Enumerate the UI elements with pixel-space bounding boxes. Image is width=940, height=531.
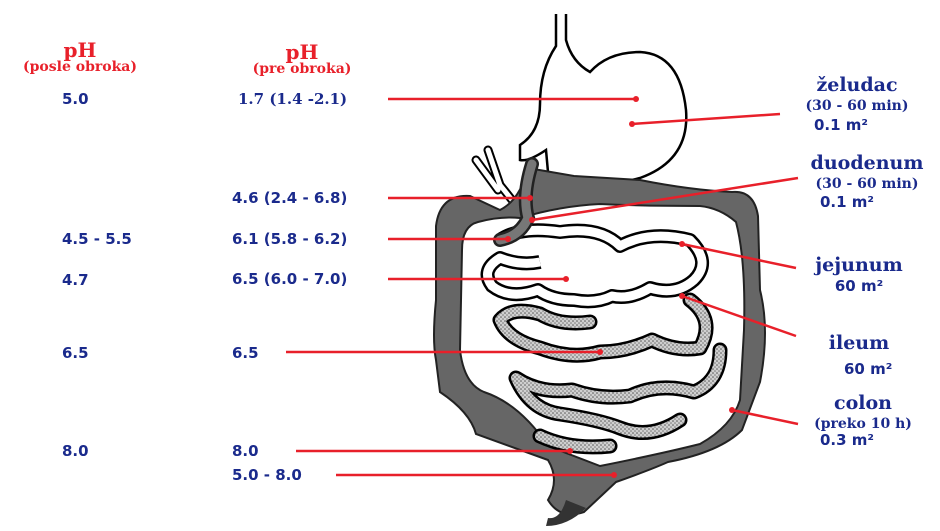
organ-jejunum-label: jejunum 60 m² — [800, 254, 918, 295]
organ-ileum-area: 60 m² — [804, 360, 914, 378]
organ-stomach-name: želudac — [782, 74, 932, 96]
organ-duodenum-name: duodenum — [794, 152, 940, 174]
organ-duodenum-area: 0.1 m² — [794, 193, 940, 211]
organ-colon-area: 0.3 m² — [798, 431, 928, 449]
organ-stomach-area: 0.1 m² — [782, 116, 932, 134]
organ-colon-time: (preko 10 h) — [798, 416, 928, 432]
organ-duodenum-label: duodenum (30 - 60 min) 0.1 m² — [794, 152, 940, 211]
organ-colon-name: colon — [798, 392, 928, 414]
organ-stomach-time: (30 - 60 min) — [782, 98, 932, 114]
organ-colon-label: colon (preko 10 h) 0.3 m² — [798, 392, 928, 449]
organ-jejunum-area: 60 m² — [800, 277, 918, 295]
organ-ileum-name: ileum — [804, 332, 914, 354]
organ-duodenum-time: (30 - 60 min) — [794, 176, 940, 192]
organ-ileum-label: ileum 60 m² — [804, 332, 914, 378]
organ-stomach-label: želudac (30 - 60 min) 0.1 m² — [782, 74, 932, 134]
organ-jejunum-name: jejunum — [800, 254, 918, 276]
